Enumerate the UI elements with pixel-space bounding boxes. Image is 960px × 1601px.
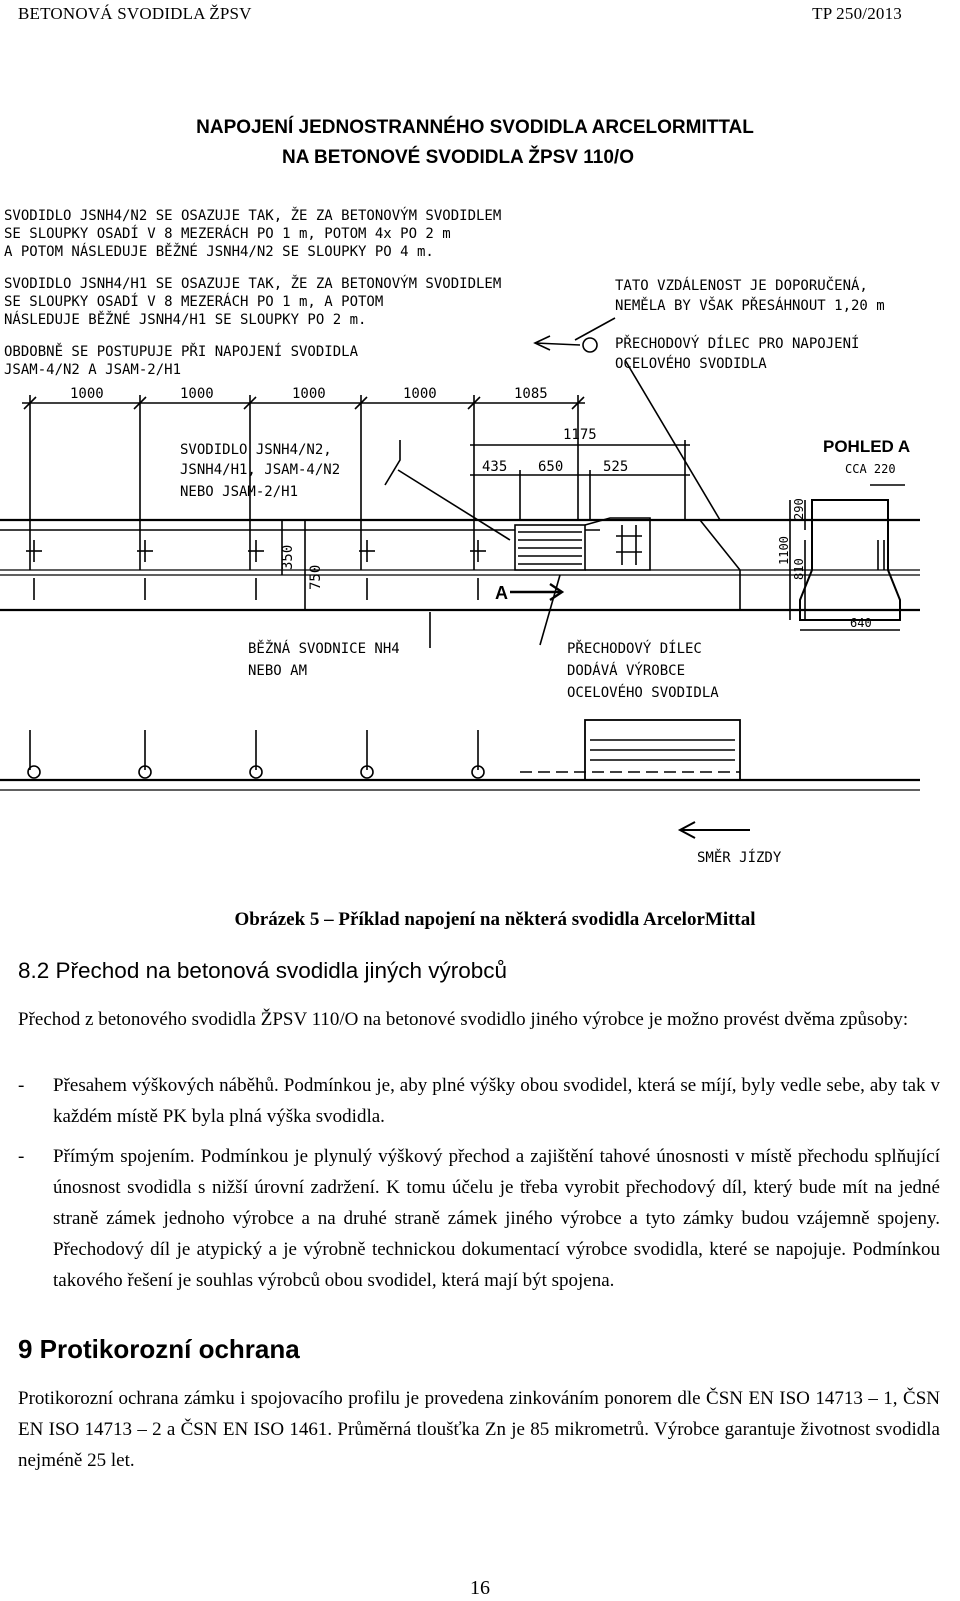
section-8-2-intro: Přechod z betonového svodidla ŽPSV 110/O… [18, 1009, 909, 1030]
bullet-item-direct: - Přímým spojením. Podmínkou je plynulý … [18, 1141, 940, 1296]
dim-750: 750 [308, 565, 324, 590]
transition-supply-line3: OCELOVÉHO SVODIDLA [567, 684, 719, 701]
technical-drawing: NAPOJENÍ JEDNOSTRANNÉHO SVODIDLA ARCELOR… [0, 116, 920, 866]
elevation-view [0, 719, 920, 791]
running-header-right: TP 250/2013 [812, 4, 902, 23]
note1-line2: SE SLOUPKY OSADÍ V 8 MEZERÁCH PO 1 m, PO… [4, 225, 451, 242]
transition-note-line1: PŘECHODOVÝ DÍLEC PRO NAPOJENÍ [615, 335, 859, 352]
dim-1175: 1175 [563, 427, 597, 443]
dim-1000-a: 1000 [70, 386, 104, 402]
running-header-left: BETONOVÁ SVODIDLA ŽPSV [18, 4, 252, 23]
transition-supply-line2: DODÁVÁ VÝROBCE [567, 662, 685, 679]
section-9-heading: 9 Protikorozní ochrana [18, 1334, 300, 1364]
dim-435: 435 [482, 459, 507, 475]
page-number: 16 [470, 1577, 490, 1599]
dim-810: 810 [792, 558, 806, 580]
note3-line1: OBDOBNĚ SE POSTUPUJE PŘI NAPOJENÍ SVODID… [4, 343, 359, 360]
note2-line1: SVODIDLO JSNH4/H1 SE OSAZUJE TAK, ŽE ZA … [4, 274, 501, 292]
drawing-title-1: NAPOJENÍ JEDNOSTRANNÉHO SVODIDLA ARCELOR… [196, 116, 754, 138]
note-right-line1: TATO VZDÁLENOST JE DOPORUČENÁ, [615, 276, 868, 294]
note3-line2: JSAM-4/N2 A JSAM-2/H1 [4, 362, 181, 378]
view-cca: CCA 220 [845, 462, 896, 476]
dim-1000-b: 1000 [180, 386, 214, 402]
bullet-text-overlap: Přesahem výškových náběhů. Podmínkou je,… [53, 1075, 940, 1127]
section-8-2-heading: 8.2 Přechod na betonová svodidla jiných … [18, 958, 508, 983]
guardrail-types-line2: JSNH4/H1, JSAM-4/N2 [180, 462, 340, 478]
plan-posts [26, 540, 486, 600]
transition-piece-plan [514, 517, 741, 610]
running-rail-line1: BĚŽNÁ SVODNICE NH4 [248, 639, 400, 657]
dim-350: 350 [280, 545, 296, 570]
view-a-title: POHLED A [823, 437, 910, 456]
drawing-title-2: NA BETONOVÉ SVODIDLA ŽPSV 110/O [282, 146, 634, 168]
section-9-text: Protikorozní ochrana zámku i spojovacího… [18, 1388, 940, 1471]
bullet-text-direct: Přímým spojením. Podmínkou je plynulý vý… [53, 1146, 940, 1291]
dim-650: 650 [538, 459, 563, 475]
dim-290: 290 [792, 498, 806, 520]
note1-line3: A POTOM NÁSLEDUJE BĚŽNÉ JSNH4/N2 SE SLOU… [4, 242, 434, 260]
guardrail-types-line3: NEBO JSAM-2/H1 [180, 484, 298, 500]
note2-line2: SE SLOUPKY OSADÍ V 8 MEZERÁCH PO 1 m, A … [4, 293, 383, 310]
arrow-a-label: A [495, 583, 508, 603]
dim-525: 525 [603, 459, 628, 475]
dim-1000-c: 1000 [292, 386, 326, 402]
bullet-dash: - [18, 1146, 25, 1167]
dim-1085: 1085 [514, 386, 548, 402]
note2-line3: NÁSLEDUJE BĚŽNÉ JSNH4/H1 SE SLOUPKY PO 2… [4, 310, 366, 328]
transition-note-line2: OCELOVÉHO SVODIDLA [615, 355, 767, 372]
bullet-item-overlap: - Přesahem výškových náběhů. Podmínkou j… [18, 1070, 940, 1132]
cross-section-view [789, 484, 905, 631]
note1-line1: SVODIDLO JSNH4/N2 SE OSAZUJE TAK, ŽE ZA … [4, 206, 501, 224]
note-right-line2: NEMĚLA BY VŠAK PŘESÁHNOUT 1,20 m [615, 296, 885, 314]
dim-1100: 1100 [777, 536, 791, 565]
dim-640: 640 [850, 616, 872, 630]
figure-caption: Obrázek 5 – Příklad napojení na některá … [234, 909, 756, 930]
running-rail-line2: NEBO AM [248, 663, 307, 679]
bullet-dash: - [18, 1075, 25, 1096]
guardrail-types-line1: SVODIDLO JSNH4/N2, [180, 442, 332, 458]
dim-1000-d: 1000 [403, 386, 437, 402]
transition-supply-line1: PŘECHODOVÝ DÍLEC [567, 640, 702, 657]
direction-label: SMĚR JÍZDY [697, 849, 782, 866]
